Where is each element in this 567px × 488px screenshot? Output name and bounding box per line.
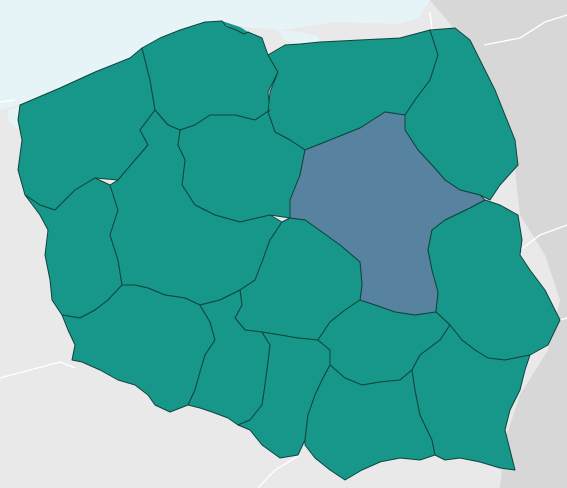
border-slovakia: [257, 454, 301, 488]
hel-peninsula: [222, 21, 248, 34]
baltic-sea: [0, 0, 430, 110]
region-subcarpathian[interactable]: [411, 324, 531, 471]
region-pomeranian[interactable]: [141, 20, 279, 131]
neighbor-land-east: [430, 0, 567, 488]
vistula-lagoon: [278, 30, 320, 44]
border-kaliningrad: [429, 11, 433, 31]
border-czech: [0, 361, 76, 379]
region-lesser-poland[interactable]: [304, 364, 436, 481]
border-east-2: [519, 224, 567, 251]
border-germany-north: [0, 99, 16, 103]
region-lublin[interactable]: [427, 199, 561, 361]
border-east-1: [483, 14, 567, 46]
regions-layer: [17, 20, 561, 481]
